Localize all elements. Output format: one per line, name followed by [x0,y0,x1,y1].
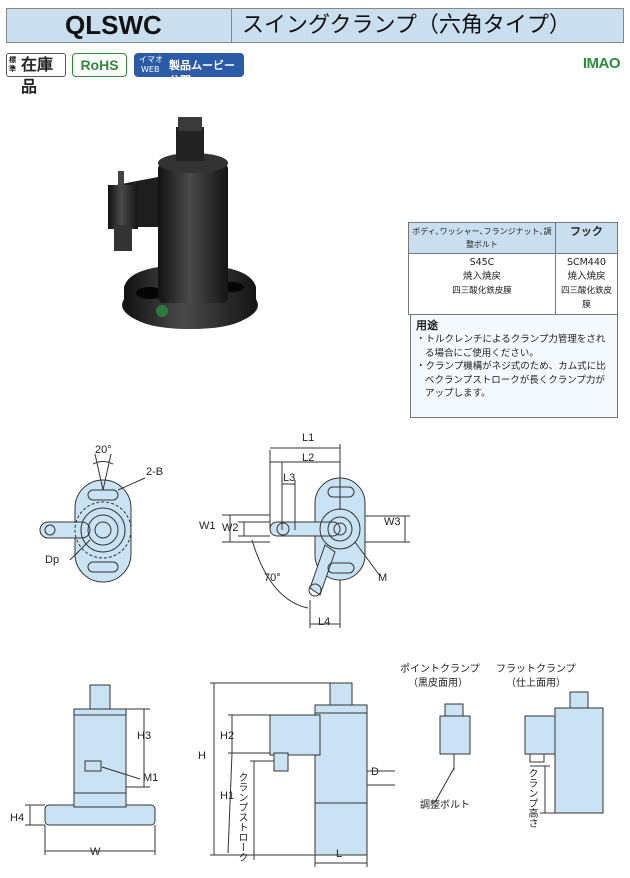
h-label: H [198,750,206,762]
dp-label: Dp [45,554,60,566]
h1-label: H1 [220,790,235,802]
imao-logo: IMAO [582,55,621,72]
web-label: WEB [141,65,160,74]
material-body-cell: S45C 焼入焼戻 四三酸化鉄皮膜 [408,253,556,315]
flat-clamp-sub: （仕上面用） [506,678,566,689]
point-clamp-label: ポイントクランプ [400,664,480,675]
h2-label: H2 [220,730,235,742]
stock-badge: 標準 在庫品 [6,53,66,96]
material-table: ボディ､ワッシャー､フランジナット､調整ボルト フック S45C 焼入焼戻 四三… [408,222,619,315]
top-view-right-drawing [222,444,410,628]
h4-label: H4 [10,812,25,824]
m1-label: M1 [143,772,159,784]
movie-badge[interactable]: イマオ WEB 製品ムービー公開 [134,53,244,87]
material-hook-cell: SCM440 焼入焼戻 四三酸化鉄皮膜 [554,253,619,315]
material-body-3: 四三酸化鉄皮膜 [452,286,512,296]
clamp-types-drawing [434,691,604,814]
angle-70-label: 70° [264,572,281,584]
stock-label: 在庫品 [21,55,54,96]
material-hook-3: 四三酸化鉄皮膜 [560,286,612,310]
clamp-height-label: クランプ高さ [526,768,537,828]
usage-box: 用途 ・トルクレンチによるクランプ力管理をされる場合にご使用ください。 ・クラン… [410,314,618,418]
w2-label: W2 [222,522,239,534]
usage-item-2: ・クランプ機構がネジ式のため、カム式に比べクランプストロークが長くクランプ力がア… [416,361,606,399]
material-body-1: S45C [469,257,495,268]
l4-label: L4 [318,616,331,628]
w-label: W [90,846,101,858]
product-photo [108,117,258,329]
material-body-2: 焼入焼戻 [462,271,501,282]
standard-label: 標準 [9,56,16,73]
imao-label: イマオ [139,55,163,64]
clamp-stroke-label: クランプストローク [236,772,247,862]
w3-label: W3 [384,516,401,528]
angle-20-label: 20° [95,444,112,456]
adj-bolt-label: 調整ボルト [420,800,470,811]
product-code: QLSWC [6,8,232,43]
d-label: D [371,766,379,778]
usage-title: 用途 [416,319,438,332]
front-view-left-drawing [25,684,156,855]
l2-label: L2 [302,452,315,464]
material-header-hook: フック [554,222,619,254]
m-label: M [378,572,388,584]
point-clamp-sub: （黒皮面用） [408,678,468,689]
top-view-left-drawing [39,453,146,583]
w1-label: W1 [199,520,216,532]
movie-label: 製品ムービー公開 [169,59,235,87]
front-view-middle-drawing [210,682,395,867]
material-hook-1: SCM440 [566,257,606,268]
l3-label: L3 [283,472,296,484]
l1-label: L1 [302,432,315,444]
flat-clamp-label: フラットクランプ [496,664,576,675]
h3-label: H3 [137,730,152,742]
l-label: L [336,848,343,860]
material-hook-2: 焼入焼戻 [567,271,606,282]
product-title: スイングクランプ（六角タイプ） [232,8,624,43]
material-header-body: ボディ､ワッシャー､フランジナット､調整ボルト [408,222,556,254]
hole-2b-label: 2-B [146,466,164,478]
rohs-badge: RoHS [72,53,127,77]
usage-item-1: ・トルクレンチによるクランプ力管理をされる場合にご使用ください。 [416,334,606,359]
